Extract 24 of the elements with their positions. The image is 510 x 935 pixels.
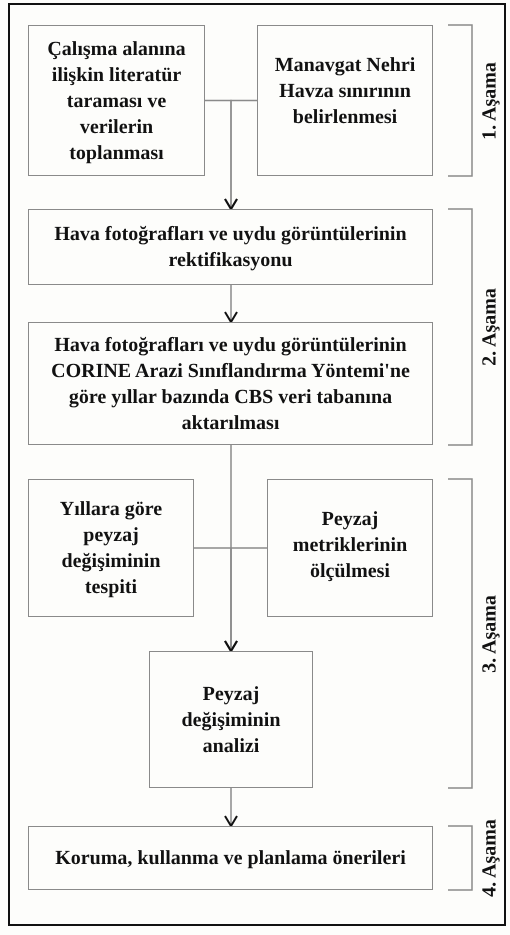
- stage-label: 1. Aşama: [478, 62, 502, 140]
- process-box: [28, 322, 433, 445]
- step-text: Yıllara göre peyzaj değişiminin tespiti: [58, 497, 164, 600]
- step-text: Peyzaj metriklerinin ölçülmesi: [292, 507, 408, 584]
- process-box: [267, 479, 433, 617]
- connector-arrow: [224, 285, 238, 323]
- process-box: [28, 209, 433, 285]
- connector-arrow: [224, 100, 257, 210]
- stage-label: 4. Aşama: [478, 819, 502, 897]
- connector-arrow: [224, 547, 267, 652]
- step-text: Manavgat Nehri Havza sınırının belirlenmesi: [274, 53, 416, 130]
- step-text: Koruma, kullanma ve planlama önerileri: [55, 846, 406, 871]
- process-box: [149, 651, 313, 788]
- connector-arrow: [224, 788, 238, 827]
- step-text: Hava fotoğrafları ve uydu görüntülerinin CORINE Arazi Sınıflandırma Yöntemi'ne göre yıllar bazında CBS veri tabanına aktarılması: [50, 332, 411, 436]
- step-text: Çalışma alanına ilişkin literatür taraması ve verilerin toplanması: [46, 36, 187, 166]
- step-text: Peyzaj değişiminin analizi: [180, 682, 282, 758]
- step-text: Hava fotoğrafları ve uydu görüntülerinin rektifikasyonu: [53, 222, 408, 273]
- process-box: [28, 826, 433, 890]
- stage-label: 2. Aşama: [478, 288, 502, 366]
- stage-label: 3. Aşama: [478, 594, 502, 672]
- process-box: [28, 479, 194, 617]
- process-box: [28, 25, 205, 176]
- process-box: [257, 25, 433, 176]
